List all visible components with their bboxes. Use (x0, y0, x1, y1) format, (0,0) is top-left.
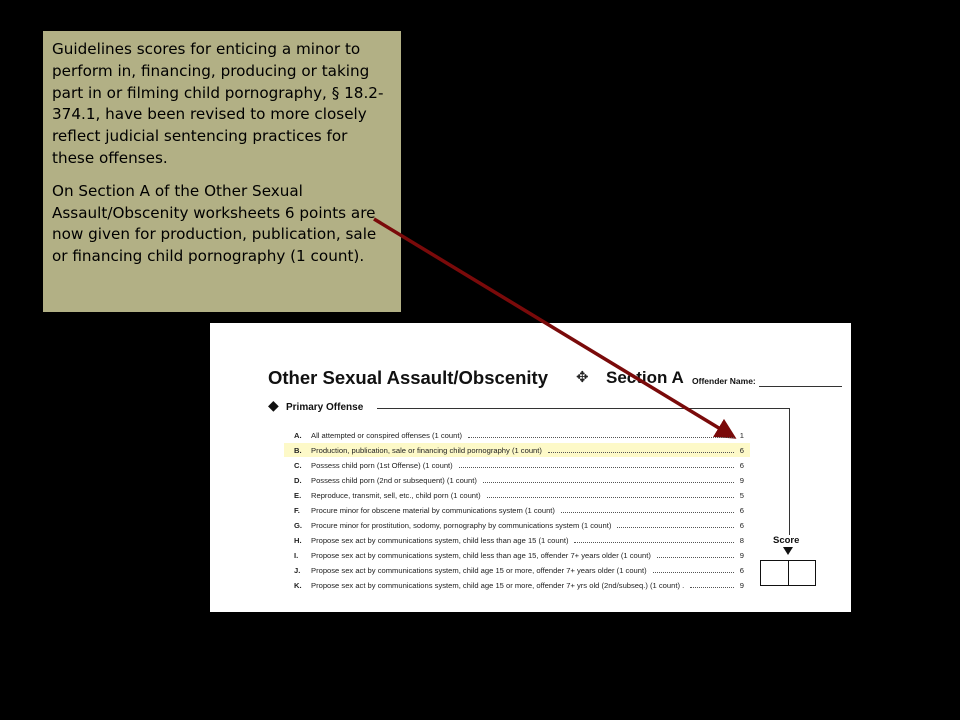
worksheet-excerpt: Other Sexual Assault/Obscenity ✥ Section… (210, 323, 851, 612)
offense-row: B. Production, publication, sale or finan… (284, 443, 750, 458)
worksheet-title: Other Sexual Assault/Obscenity (268, 367, 548, 388)
dot-leader (459, 467, 734, 468)
offense-points: 9 (739, 476, 744, 485)
dot-leader (561, 512, 734, 513)
offense-description: Possess child porn (2nd or subsequent) (… (311, 476, 477, 485)
offense-letter: F. (294, 506, 300, 515)
offense-row: C. Possess child porn (1st Offense) (1 co… (290, 459, 750, 473)
offense-description: Propose sex act by communications system… (311, 536, 569, 545)
offense-letter: I. (294, 551, 299, 560)
offense-points: 6 (739, 521, 744, 530)
offense-row: I. Propose sex act by communications syst… (290, 549, 750, 563)
offense-row: H. Propose sex act by communications syst… (290, 534, 750, 548)
offense-points: 8 (739, 536, 744, 545)
offense-letter: E. (294, 491, 302, 500)
offense-description: Possess child porn (1st Offense) (1 coun… (311, 461, 453, 470)
offense-row: E. Reproduce, transmit, sell, etc., child… (290, 489, 750, 503)
offense-points: 6 (739, 506, 744, 515)
offense-row: F. Procure minor for obscene material by … (290, 504, 750, 518)
offense-description: All attempted or conspired offenses (1 c… (311, 431, 462, 440)
callout-paragraph-1: Guidelines scores for enticing a minor t… (52, 40, 384, 167)
offense-row: K. Propose sex act by communications syst… (290, 579, 750, 593)
dot-leader (468, 437, 734, 438)
primary-offense-label: Primary Offense (286, 402, 364, 413)
offense-description: Production, publication, sale or financi… (311, 446, 542, 455)
offense-points: 9 (739, 551, 744, 560)
offense-points: 5 (739, 491, 744, 500)
offender-name-field (759, 386, 842, 387)
primary-offense-rule (377, 408, 790, 409)
score-arrow-icon (783, 547, 793, 555)
offense-description: Propose sex act by communications system… (311, 551, 651, 560)
offense-letter: G. (294, 521, 303, 530)
offense-letter: D. (294, 476, 302, 485)
offense-points: 6 (739, 566, 744, 575)
dot-leader (483, 482, 734, 483)
offense-letter: C. (294, 461, 302, 470)
dot-leader (487, 497, 734, 498)
offense-description: Procure minor for obscene material by co… (311, 506, 555, 515)
diamond-icon: ◆ (268, 397, 279, 413)
score-connector-line (789, 408, 790, 535)
offense-description: Propose sex act by communications system… (311, 581, 685, 590)
offense-points: 6 (739, 446, 744, 455)
offense-letter: B. (294, 446, 302, 455)
offense-letter: K. (294, 581, 302, 590)
offense-points: 9 (739, 581, 744, 590)
offense-letter: A. (294, 431, 302, 440)
score-box (760, 560, 816, 586)
dot-leader (574, 542, 734, 543)
dot-leader (690, 587, 734, 588)
offense-description: Reproduce, transmit, sell, etc., child p… (311, 491, 481, 500)
offender-name-label: Offender Name: (692, 376, 756, 386)
offense-row: J. Propose sex act by communications syst… (290, 564, 750, 578)
offense-letter: H. (294, 536, 302, 545)
offense-points: 6 (739, 461, 744, 470)
callout-box: Guidelines scores for enticing a minor t… (43, 31, 401, 312)
offense-description: Propose sex act by communications system… (311, 566, 647, 575)
offense-letter: J. (294, 566, 301, 575)
offense-description: Procure minor for prostitution, sodomy, … (311, 521, 612, 530)
section-label: Section A (606, 368, 684, 387)
dot-leader (617, 527, 734, 528)
dot-leader (548, 452, 734, 453)
dot-leader (653, 572, 734, 573)
offense-row: A. All attempted or conspired offenses (1… (290, 429, 750, 443)
cross-arrow-icon: ✥ (576, 369, 589, 386)
dot-leader (657, 557, 734, 558)
offense-row: D. Possess child porn (2nd or subsequent)… (290, 474, 750, 488)
offense-points: 1 (739, 431, 744, 440)
score-label: Score (773, 535, 800, 546)
offense-row: G. Procure minor for prostitution, sodomy… (290, 519, 750, 533)
callout-paragraph-2: On Section A of the Other Sexual Assault… (52, 181, 377, 266)
